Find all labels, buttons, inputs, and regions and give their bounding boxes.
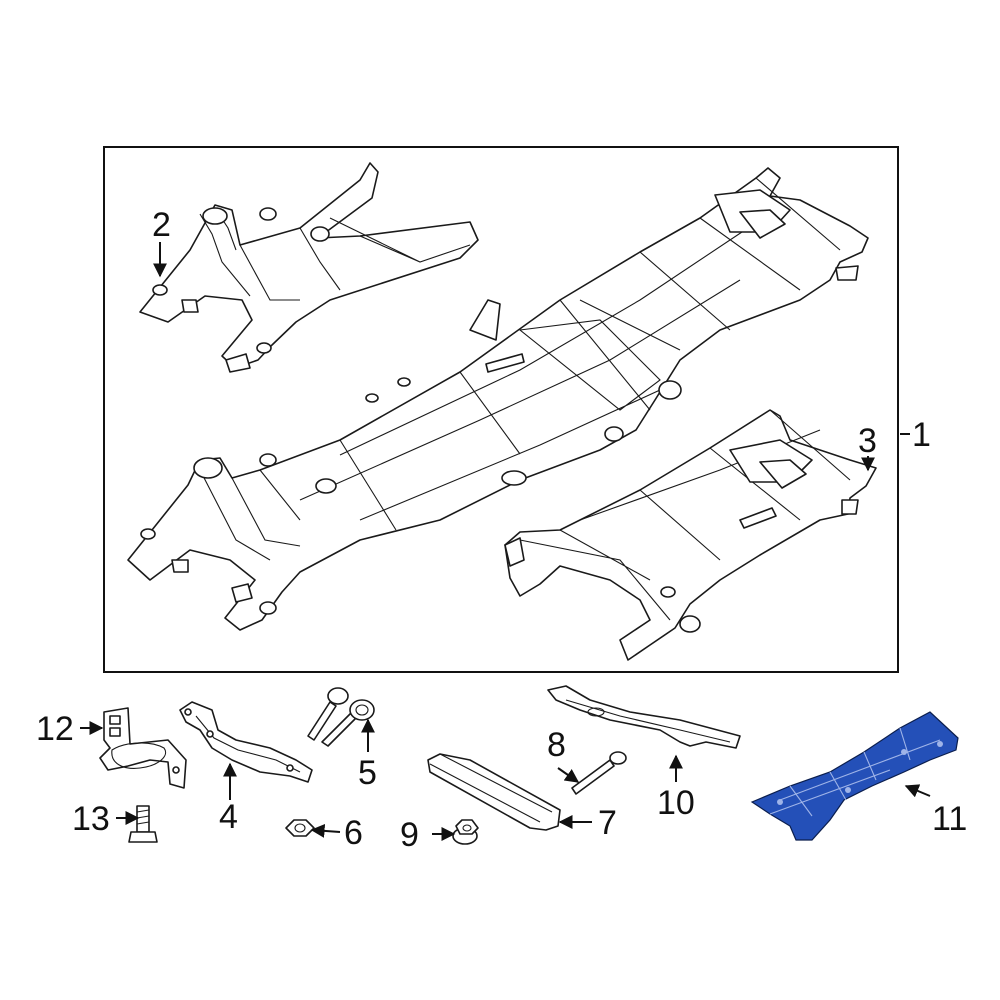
underbody-shield-plate [750, 711, 959, 841]
callout-5: 5 [358, 754, 377, 792]
callout-3: 3 [858, 422, 877, 460]
callout-4: 4 [219, 798, 238, 836]
main-frame[interactable] [127, 167, 869, 631]
callout-7: 7 [598, 804, 617, 842]
skid-plate-strip[interactable] [427, 753, 561, 831]
callout-6: 6 [344, 814, 363, 852]
transmission-crossmember[interactable] [547, 685, 741, 749]
nut-6[interactable] [285, 819, 315, 837]
tow-hook-bracket[interactable] [99, 707, 187, 789]
callout-10: 10 [657, 784, 695, 822]
leader-lines [80, 242, 931, 841]
flange-nut-9[interactable] [452, 819, 479, 845]
callout-12: 12 [36, 710, 74, 748]
callout-8: 8 [547, 726, 566, 764]
bolt-8[interactable] [571, 751, 627, 795]
rear-frame-section[interactable] [504, 409, 877, 661]
callout-1: 1 [912, 416, 931, 454]
body-mount-bolts[interactable] [307, 687, 375, 747]
crossmember-bracket[interactable] [179, 701, 313, 783]
front-frame-section[interactable] [139, 162, 479, 373]
callout-13: 13 [72, 800, 110, 838]
bolt-13[interactable] [128, 805, 158, 843]
callout-2: 2 [152, 206, 171, 244]
frame-assembly-box [103, 146, 899, 673]
callout-9: 9 [400, 816, 419, 854]
callout-11: 11 [932, 800, 967, 838]
underbody-shield[interactable] [750, 711, 959, 841]
